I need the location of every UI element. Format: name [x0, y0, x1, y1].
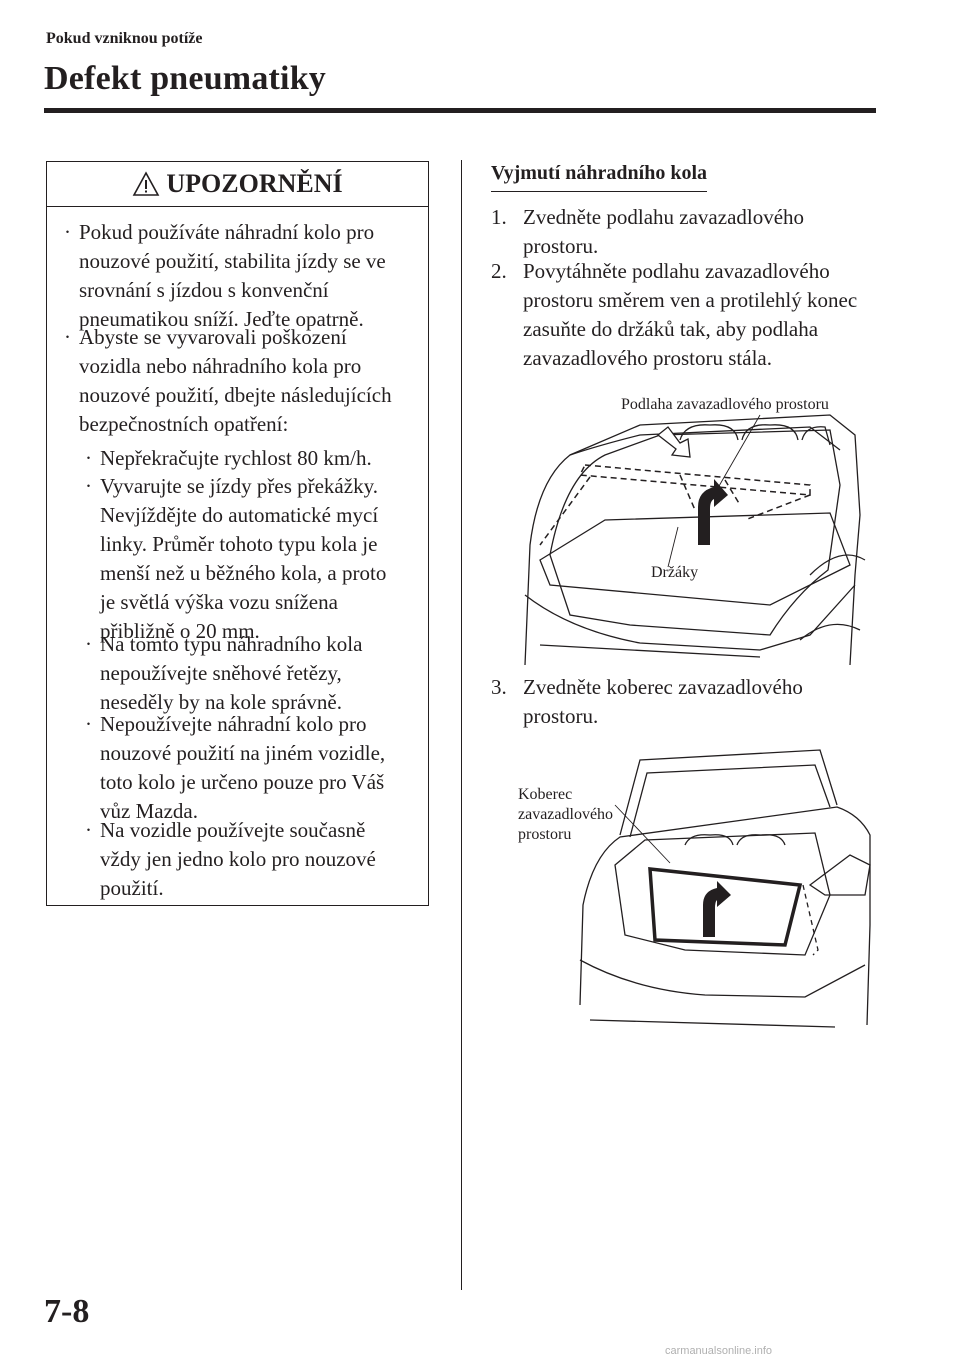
subsection-heading: Vyjmutí náhradního kola — [491, 162, 707, 192]
step-number: 2. — [491, 259, 507, 283]
page-title: Defekt pneumatiky — [44, 60, 327, 97]
text-line: použití. — [100, 876, 164, 900]
text-line: vůz Mazda. — [100, 799, 198, 823]
section-title: Pokud vzniknou potíže — [46, 30, 203, 47]
text-line: menší než u běžného kola, a proto — [100, 561, 387, 585]
step-number: 3. — [491, 675, 507, 699]
text-line: nouzové použití, dbejte následujících — [79, 383, 392, 407]
text-line: Vyvarujte se jízdy přes překážky. — [100, 474, 378, 498]
text-line: vždy jen jedno kolo pro nouzové — [100, 847, 376, 871]
warning-item: · Abyste se vyvarovali poškození vozidla… — [64, 323, 392, 439]
title-rule — [44, 108, 876, 113]
text-line: neseděly by na kole správně. — [100, 690, 343, 714]
text-line: Nepřekračujte rychlost 80 km/h. — [100, 446, 372, 470]
warning-title: UPOZORNĚNÍ — [166, 169, 343, 198]
text-line: nepoužívejte sněhové řetězy, — [100, 661, 342, 685]
text-line: Zvedněte koberec zavazadlového — [523, 675, 803, 699]
text-line: Nepoužívejte náhradní kolo pro — [100, 712, 367, 736]
text-line: Zvedněte podlahu zavazadlového — [523, 205, 805, 229]
label-line: prostoru — [518, 826, 572, 843]
label-cargo-floor: Podlaha zavazadlového prostoru — [621, 396, 829, 413]
text-line: pneumatikou sníží. Jeďte opatrně. — [79, 307, 364, 331]
watermark: carmanualsonline.info — [665, 1345, 773, 1357]
text-line: nouzové použití na jiném vozidle, — [100, 741, 386, 765]
text-line: prostoru. — [523, 704, 599, 728]
warning-subitem: · Nepřekračujte rychlost 80 km/h. — [85, 444, 372, 473]
warning-item: · Pokud používáte náhradní kolo pro nouz… — [64, 218, 386, 334]
text-line: je světlá výška vozu snížena — [100, 590, 338, 614]
step-number: 1. — [491, 205, 507, 229]
text-line: Povytáhněte podlahu zavazadlového — [523, 259, 830, 283]
label-line: Koberec — [518, 786, 573, 803]
text-line: linky. Průměr tohoto typu kola je — [100, 532, 378, 556]
text-line: Na tomto typu náhradního kola — [100, 632, 363, 656]
text-line: bezpečnostních opatření: — [79, 412, 289, 436]
text-line: vozidla nebo náhradního kola pro — [79, 354, 362, 378]
text-line: Na vozidle používejte současně — [100, 818, 366, 842]
warning-subitem: · Na vozidle používejte současně vždy je… — [85, 816, 376, 903]
text-line: nouzové použití, stabilita jízdy se ve — [79, 249, 386, 273]
warning-box: UPOZORNĚNÍ — [46, 161, 429, 906]
label-holders: Držáky — [651, 564, 699, 581]
text-line: Pokud používáte náhradní kolo pro — [79, 220, 375, 244]
cargo-floor-illustration — [524, 414, 866, 666]
text-line: Nevjíždějte do automatické mycí — [100, 503, 379, 527]
page-number: 7-8 — [44, 1293, 90, 1330]
text-line: prostoru směrem ven a protilehlý konec — [523, 288, 858, 312]
warning-triangle-icon — [133, 171, 160, 196]
text-line: zavazadlového prostoru stála. — [523, 346, 772, 370]
label-carpet: Koberec zavazadlového prostoru — [518, 785, 613, 845]
text-line: Abyste se vyvarovali poškození — [79, 325, 347, 349]
warning-header: UPOZORNĚNÍ — [47, 162, 428, 207]
text-line: srovnání s jízdou s konvenční — [79, 278, 329, 302]
label-line: zavazadlového — [518, 806, 614, 823]
text-line: prostoru. — [523, 234, 599, 258]
warning-subitem: · Na tomto typu náhradního kola nepoužív… — [85, 630, 363, 717]
text-line: zasuňte do držáků tak, aby podlaha — [523, 317, 819, 341]
warning-subitem: · Nepoužívejte náhradní kolo pro nouzové… — [85, 710, 386, 826]
warning-subitem: · Vyvarujte se jízdy přes překážky. Nevj… — [85, 472, 387, 646]
text-line: přibližně o 20 mm. — [100, 619, 260, 643]
text-line: toto kolo je určeno pouze pro Váš — [100, 770, 385, 794]
column-divider — [461, 160, 462, 1290]
cargo-carpet-illustration — [579, 749, 871, 1028]
